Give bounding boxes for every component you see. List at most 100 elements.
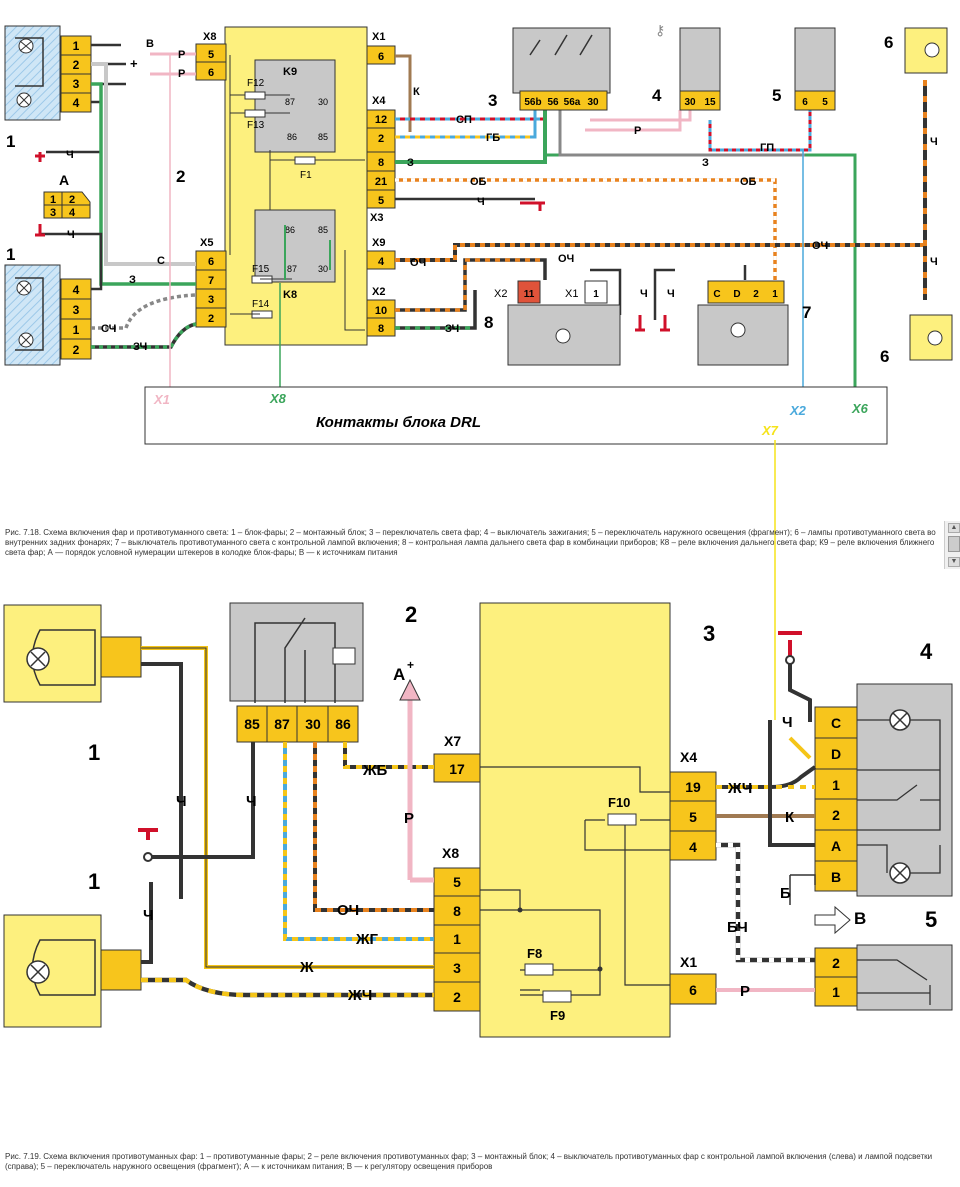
pin: 1 xyxy=(73,39,80,53)
wire-labels-fig18: В + Р Р Ч Ч С З СЧ ЗЧ К СП ГБ Р З З ГП О… xyxy=(66,38,938,353)
pin: 56b xyxy=(524,97,541,108)
headlight-switch xyxy=(512,27,611,94)
fuse xyxy=(244,91,266,100)
relay-pin: 86 xyxy=(285,225,295,235)
wire-label: З xyxy=(702,157,709,169)
pin: 6 xyxy=(208,67,214,79)
connector-label: X4 xyxy=(680,749,697,765)
pin: 5 xyxy=(822,97,828,108)
pin: D xyxy=(831,746,841,762)
pin: 19 xyxy=(685,779,701,795)
fuse-label: F9 xyxy=(550,1008,565,1023)
relay-pin: 30 xyxy=(318,97,328,107)
pin: 56a xyxy=(564,97,581,108)
drl-title: Контакты блока DRL xyxy=(316,414,481,431)
mounting-block: K9 87 30 86 85 86 85 87 30 K8 F12 F13 F1… xyxy=(195,26,396,346)
wire-label: ГБ xyxy=(486,132,500,144)
relay-pin: 87 xyxy=(287,264,297,274)
component-number: 8 xyxy=(484,313,493,332)
component-numbers-fig19: 1 1 2 3 4 5 xyxy=(88,602,937,932)
fuse-label: F8 xyxy=(527,946,542,961)
wire-label: Р xyxy=(178,68,185,80)
pin: 3 xyxy=(73,77,80,91)
pin: 4 xyxy=(378,256,385,268)
wire-label: А xyxy=(393,665,405,684)
wires-fig18 xyxy=(35,43,927,405)
wire-label: Р xyxy=(404,810,414,827)
pin: 2 xyxy=(208,313,214,325)
wire-label: ЖБ xyxy=(362,762,388,779)
wire-label: Ч xyxy=(176,793,187,810)
connector-label: X1 xyxy=(372,31,385,43)
headlight-block-bottom: 4 3 1 2 xyxy=(4,264,92,366)
pin: 1 xyxy=(832,777,840,793)
wire-label: ОБ xyxy=(470,176,487,188)
lamp-icon xyxy=(927,330,943,346)
pin: 8 xyxy=(378,323,384,335)
wire-label: ГП xyxy=(760,142,774,154)
pin: 8 xyxy=(453,903,461,919)
scroll-thumb[interactable] xyxy=(948,536,960,552)
wire-label: Ч xyxy=(66,149,74,161)
pin: A xyxy=(831,838,841,854)
component-number: 1 xyxy=(6,245,15,264)
caption-scrollbar[interactable]: ▲ ▼ xyxy=(944,521,960,569)
relay-k8 xyxy=(254,209,336,283)
pin: 6 xyxy=(208,256,214,268)
scroll-up-icon[interactable]: ▲ xyxy=(948,523,960,533)
wire-label: К xyxy=(785,809,795,826)
pin: 1 xyxy=(50,194,56,206)
pin: 12 xyxy=(375,114,387,126)
lamp-icon xyxy=(730,322,746,338)
pin: 30 xyxy=(587,97,599,108)
wire-label: ОЧ xyxy=(812,240,828,252)
wire-label: Р xyxy=(634,125,641,137)
wire-label: Ч xyxy=(67,229,75,241)
pin: 21 xyxy=(375,176,387,188)
pin: 4 xyxy=(73,96,80,110)
component-number: 3 xyxy=(488,91,497,110)
relay-pin: 87 xyxy=(285,97,295,107)
wire-label: Ч xyxy=(782,714,793,731)
pin: 1 xyxy=(832,984,840,1000)
pin: 3 xyxy=(50,207,56,219)
connector-label: X3 xyxy=(370,212,383,224)
pin: 86 xyxy=(335,716,351,732)
exterior-light-switch xyxy=(794,27,836,94)
pin: 2 xyxy=(832,955,840,971)
fog-lamp-top xyxy=(3,604,102,703)
component-number: 3 xyxy=(703,621,715,646)
pin: 2 xyxy=(73,58,80,72)
wire-label: ЖГ xyxy=(355,931,379,948)
component-number: 6 xyxy=(884,33,893,52)
pin: C xyxy=(831,715,841,731)
figure-caption: Рис. 7.18. Схема включения фар и противо… xyxy=(5,528,936,557)
ignition-switch xyxy=(679,27,721,94)
pin: 5 xyxy=(378,195,384,207)
pin: 5 xyxy=(208,49,214,61)
connector-label: X8 xyxy=(203,31,216,43)
relay-pin: 30 xyxy=(318,264,328,274)
wire-label: Ч xyxy=(640,288,648,300)
connector-label: X1 xyxy=(680,954,697,970)
component-number: 5 xyxy=(925,907,937,932)
wire-label: ОЧ xyxy=(558,253,574,265)
pin: 2 xyxy=(73,343,80,357)
pin: 15 xyxy=(704,97,716,108)
exterior-light-switch-fig19 xyxy=(856,944,953,1011)
scroll-down-icon[interactable]: ▼ xyxy=(948,557,960,567)
switch3-pins: 56b 56 56a 30 xyxy=(524,97,599,108)
headlight-block-top: 1 2 3 4 xyxy=(4,25,92,121)
wire-label: Ж xyxy=(299,959,314,976)
wire-label: ЖЧ xyxy=(347,987,372,1004)
connector-label: X7 xyxy=(444,733,461,749)
pin: 2 xyxy=(378,133,384,145)
pin: 11 xyxy=(524,289,535,300)
fuse xyxy=(294,156,316,165)
fuse-label: F12 xyxy=(247,78,265,89)
component-number: 2 xyxy=(176,167,185,186)
plus-sign: + xyxy=(407,658,414,672)
fuse-label: F14 xyxy=(252,299,270,310)
component-number: 7 xyxy=(802,303,811,322)
component-number: 6 xyxy=(880,347,889,366)
